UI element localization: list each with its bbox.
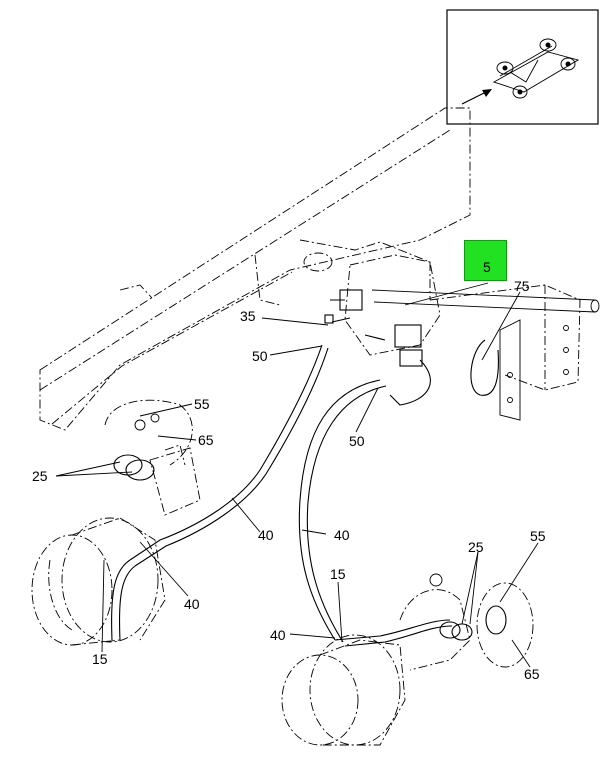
callout-50-upper: 50 <box>252 348 268 364</box>
callout-65-left: 65 <box>198 432 214 448</box>
callout-75: 75 <box>514 278 530 294</box>
callout-15-right: 15 <box>330 566 346 582</box>
left-wheel-hub <box>31 517 166 646</box>
cross-member <box>371 284 600 391</box>
left-brake-chamber <box>104 399 201 516</box>
callout-5: 5 <box>483 259 491 275</box>
locator-inset <box>446 9 599 125</box>
callout-55-right: 55 <box>530 528 546 544</box>
right-wheel-hub <box>281 573 534 746</box>
callout-65-right: 65 <box>524 666 540 682</box>
callout-50-lower: 50 <box>349 433 365 449</box>
callout-15-left: 15 <box>92 651 108 667</box>
callout-40-center: 40 <box>258 527 274 543</box>
callout-25-left: 25 <box>32 468 48 484</box>
callout-40-right-wheel: 40 <box>270 627 286 643</box>
brake-lines <box>111 344 453 647</box>
callout-55-left: 55 <box>194 396 210 412</box>
frame-rail <box>39 107 471 431</box>
callout-35: 35 <box>240 308 256 324</box>
chassis-thumbnail <box>492 38 580 99</box>
leader-lines <box>55 282 539 668</box>
callout-40-left-wheel: 40 <box>184 596 200 612</box>
u-bolt-75 <box>470 319 521 421</box>
locator-arrow <box>461 89 492 105</box>
callout-40-right-line: 40 <box>334 527 350 543</box>
valve-assembly <box>324 254 441 367</box>
callout-5-highlight[interactable]: 5 <box>464 240 507 281</box>
callout-25-right: 25 <box>468 539 484 555</box>
